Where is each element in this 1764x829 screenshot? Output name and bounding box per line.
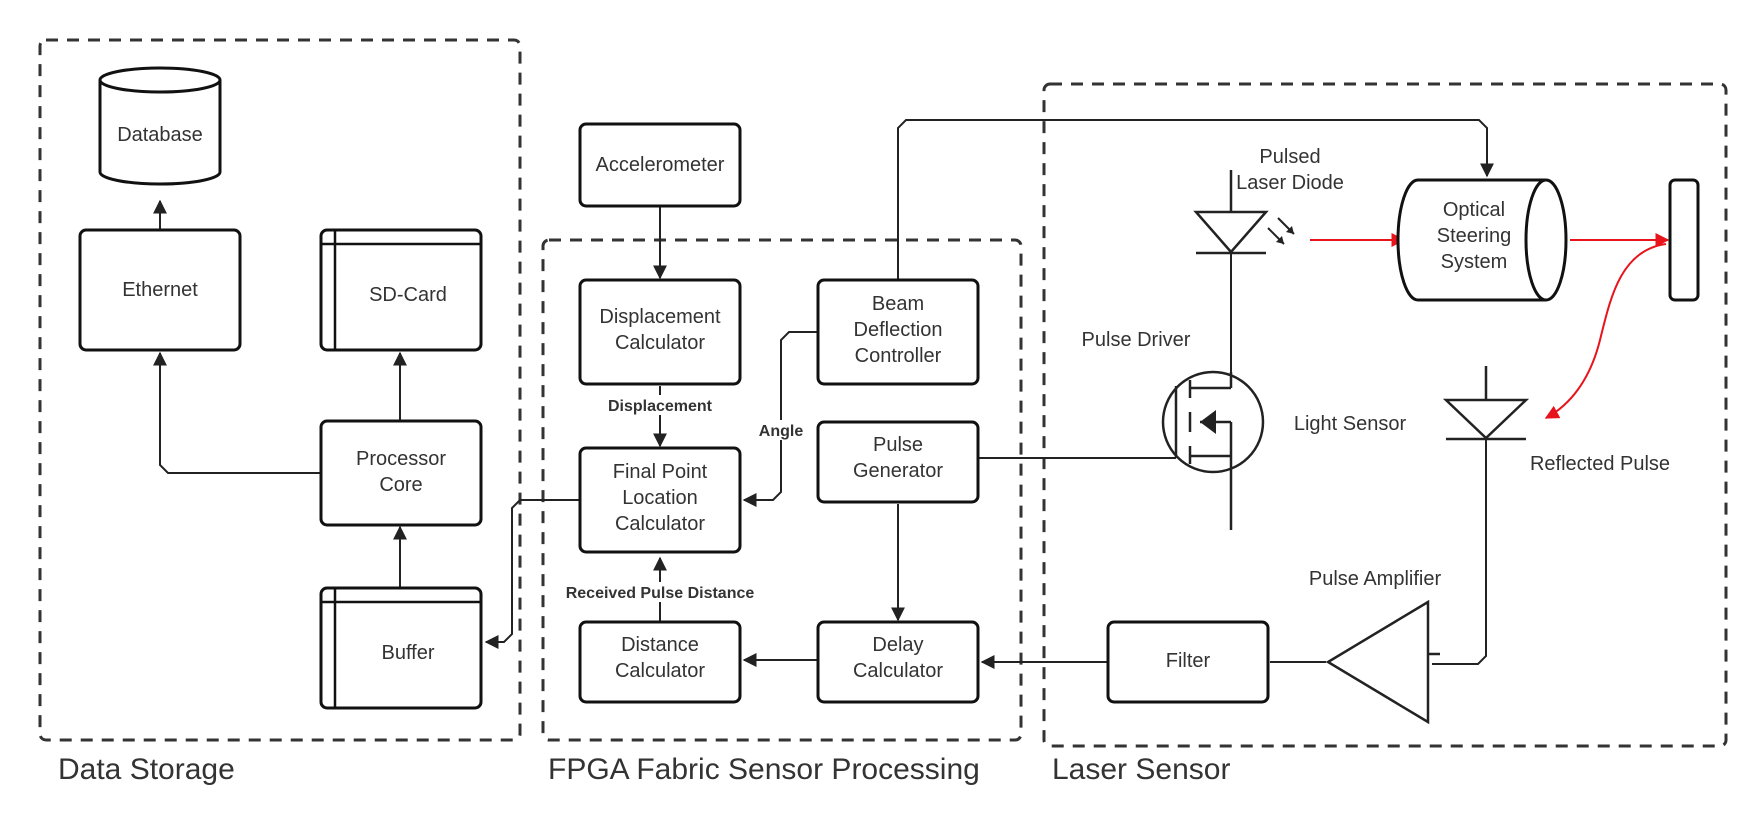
data-storage-title: Data Storage: [58, 753, 235, 786]
final-point-label-3: Calculator: [615, 513, 705, 535]
laser-sensor-group: [1042, 82, 1728, 748]
light-sensor-icon: [1442, 366, 1530, 441]
pulse-driver-label: Pulse Driver: [1082, 329, 1191, 351]
fpga-title: FPGA Fabric Sensor Processing: [548, 753, 980, 786]
pulse-generator-label-2: Generator: [853, 460, 943, 482]
edge-processor-ethernet: [153, 351, 321, 474]
data-storage-group: [38, 38, 522, 742]
pulsed-laser-diode-icon: [1193, 170, 1295, 255]
displacement-calculator-label-1: Displacement: [599, 306, 721, 328]
displacement-calculator-node: Displacement Calculator: [578, 278, 742, 386]
final-point-location-calculator-node: Final Point Location Calculator: [578, 446, 742, 554]
beam-deflection-label-2: Deflection: [854, 319, 943, 341]
edge-beam-optical: [897, 119, 1494, 280]
beam-deflection-controller-node: Beam Deflection Controller: [816, 278, 980, 386]
distance-calculator-node: Distance Calculator: [578, 620, 742, 704]
beam-reflected: [1544, 243, 1667, 419]
edge-lightsensor-amplifier: [1432, 440, 1487, 665]
filter-label: Filter: [1166, 650, 1211, 672]
sd-card-node: SD-Card: [319, 228, 483, 352]
angle-edge-label-bg: [758, 420, 804, 440]
target-reflector: [1668, 178, 1700, 302]
filter-node: Filter: [1106, 620, 1270, 704]
delay-calculator-node: Delay Calculator: [816, 620, 980, 704]
ethernet-label: Ethernet: [122, 279, 198, 301]
displacement-edge-label: Displacement: [608, 398, 713, 415]
database-node: Database: [98, 66, 222, 186]
database-label: Database: [117, 124, 203, 146]
sd-card-label: SD-Card: [369, 284, 447, 306]
pulse-generator-label-1: Pulse: [873, 434, 923, 456]
ethernet-node: Ethernet: [78, 228, 242, 352]
pulse-amplifier-icon: [1325, 599, 1440, 725]
delay-calculator-label-2: Calculator: [853, 660, 943, 682]
final-point-label-1: Final Point: [613, 461, 708, 483]
reflected-pulse-label: Reflected Pulse: [1530, 453, 1670, 475]
displacement-calculator-label-2: Calculator: [615, 332, 705, 354]
received-pulse-distance-edge-label: Received Pulse Distance: [566, 585, 755, 602]
received-pulse-edge-label-bg: [558, 582, 762, 602]
pulse-driver-mosfet-icon: [1161, 370, 1265, 530]
displacement-edge-label-bg: [600, 395, 720, 415]
processor-core-node: Processor Core: [319, 419, 483, 527]
beam-deflection-label-1: Beam: [872, 293, 924, 315]
light-sensor-label: Light Sensor: [1294, 413, 1407, 435]
laser-sensor-title: Laser Sensor: [1052, 753, 1230, 786]
delay-calculator-label-1: Delay: [872, 634, 923, 656]
final-point-label-2: Location: [622, 487, 698, 509]
processor-core-label-2: Core: [379, 474, 422, 496]
edge-finalpoint-buffer: [484, 499, 580, 649]
buffer-node: Buffer: [319, 586, 483, 710]
pulsed-laser-diode-label-2: Laser Diode: [1236, 172, 1344, 194]
accelerometer-label: Accelerometer: [596, 154, 725, 176]
optical-steering-label-2: Steering: [1437, 225, 1512, 247]
buffer-label: Buffer: [382, 642, 435, 664]
edge-beam-finalpoint: [742, 331, 818, 507]
optical-steering-label-3: System: [1441, 251, 1508, 273]
distance-calculator-label-2: Calculator: [615, 660, 705, 682]
pulse-amplifier-label: Pulse Amplifier: [1309, 568, 1442, 590]
optical-steering-label-1: Optical: [1443, 199, 1505, 221]
beam-deflection-label-3: Controller: [855, 345, 942, 367]
angle-edge-label: Angle: [759, 423, 804, 440]
optical-steering-system-node: Optical Steering System: [1396, 178, 1568, 302]
fpga-group: [541, 238, 1023, 742]
pulsed-laser-diode-label-1: Pulsed: [1259, 146, 1320, 168]
distance-calculator-label-1: Distance: [621, 634, 699, 656]
pulse-generator-node: Pulse Generator: [816, 420, 980, 504]
accelerometer-node: Accelerometer: [578, 122, 742, 208]
processor-core-label-1: Processor: [356, 448, 446, 470]
